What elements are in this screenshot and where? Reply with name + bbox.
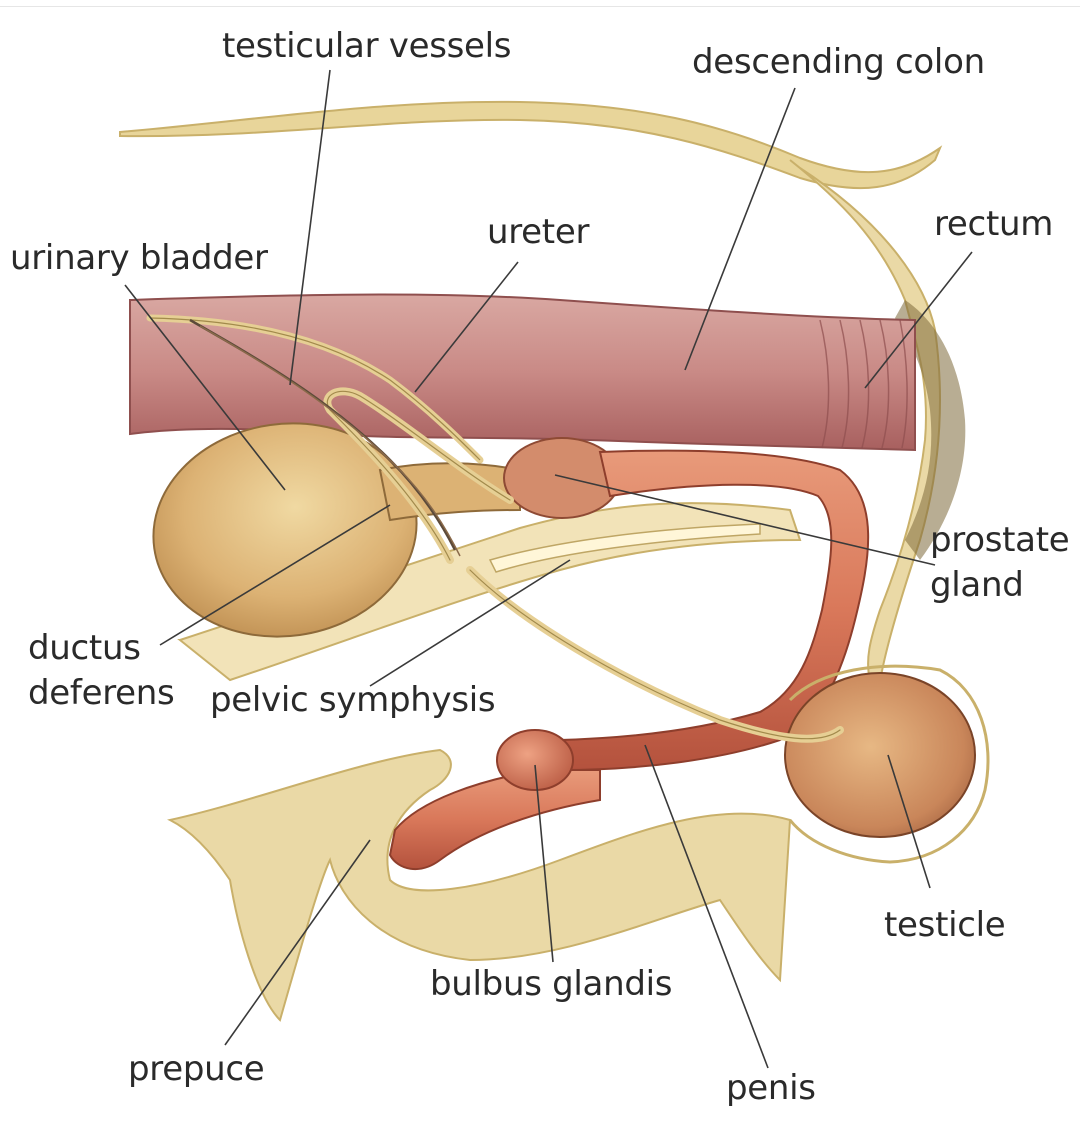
testicle-shape [784,672,976,838]
leader-ureter [414,261,519,393]
leader-penis [644,744,769,1069]
leader-prepuce [224,839,371,1046]
leader-pelvic-symphysis [369,559,571,687]
leader-prostate [554,474,936,566]
leader-rectum [864,251,973,389]
top-divider [0,6,1080,7]
pelvic-bone [177,502,802,682]
leader-lines [124,69,973,1069]
label-penis: penis [726,1068,816,1108]
label-ureter: ureter [487,212,590,252]
leader-descending-colon [684,87,796,371]
label-testicle: testicle [884,905,1006,945]
ductus-deferens-edge [326,390,841,740]
label-prepuce: prepuce [128,1049,265,1089]
dorsal-skin-line [119,100,943,190]
label-ductus-line1: ductus [28,628,141,668]
label-urinary-bladder: urinary bladder [10,238,268,278]
prepuce-skin [167,748,792,1022]
bulbus-glandis-shape [496,729,574,791]
leader-ductus-deferens [159,504,391,646]
label-rectum: rectum [934,204,1054,244]
leader-bulbus-glandis [534,764,554,963]
anal-hair [895,300,966,560]
label-bulbus-glandis: bulbus glandis [430,964,673,1004]
colon-shape [129,293,916,452]
leader-testicle [887,754,931,889]
leader-urinary-bladder [124,284,286,491]
scrotum-outline [788,664,990,864]
label-testicular-vessels: testicular vessels [222,26,512,66]
label-prostate: prostate gland [930,518,1070,608]
label-prostate-line1: prostate [930,520,1070,560]
ureter-edge [149,317,481,461]
label-pelvic-symphysis: pelvic symphysis [210,680,496,720]
leader-testicular-vessels [289,69,331,386]
symphysis-inner [488,523,761,573]
label-ductus-deferens: ductus deferens [28,626,175,716]
label-prostate-line2: gland [930,564,1024,605]
glans-shape [388,769,601,871]
testicular-vessels-path-2 [199,325,461,557]
prostate-shape [503,437,621,519]
label-ductus-line2: deferens [28,672,175,713]
label-descending-colon: descending colon [692,42,985,82]
